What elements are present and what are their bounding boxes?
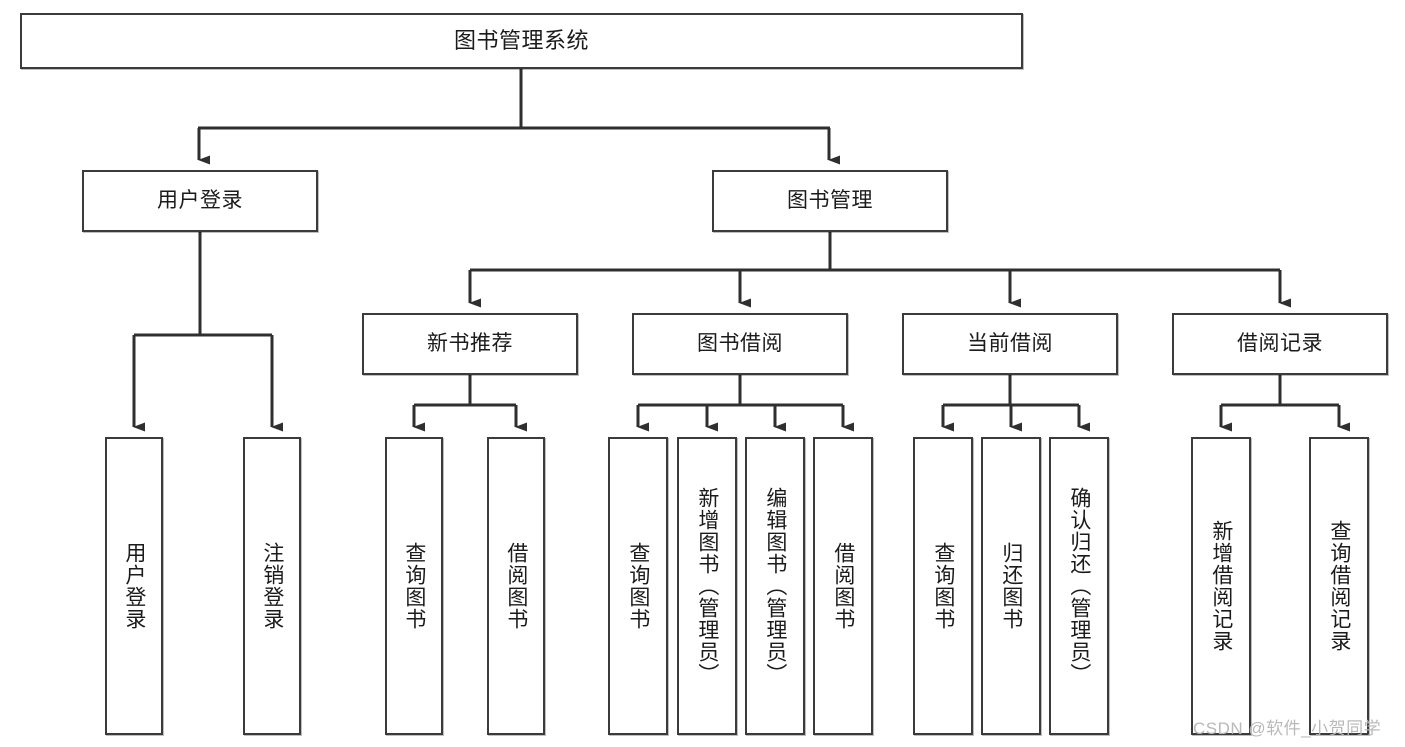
node-leaf-query-book-1[interactable]: 查询图书 <box>385 437 443 735</box>
node-leaf-return-book-label: 归还图书 <box>999 542 1023 630</box>
node-book-manage[interactable]: 图书管理 <box>712 170 948 232</box>
node-leaf-query-record-label: 查询借阅记录 <box>1327 520 1351 652</box>
node-leaf-add-record[interactable]: 新增借阅记录 <box>1191 437 1251 735</box>
node-leaf-add-book[interactable]: 新增图书（管理员） <box>677 437 737 735</box>
node-leaf-query-book-2-label: 查询图书 <box>626 542 650 630</box>
node-borrow-record[interactable]: 借阅记录 <box>1172 313 1388 375</box>
node-leaf-confirm-return[interactable]: 确认归还（管理员） <box>1049 437 1109 735</box>
node-book-manage-label: 图书管理 <box>787 188 873 212</box>
node-leaf-borrow-book-2[interactable]: 借阅图书 <box>813 437 873 735</box>
node-leaf-edit-book[interactable]: 编辑图书（管理员） <box>745 437 805 735</box>
node-user-login[interactable]: 用户登录 <box>82 170 318 232</box>
node-root-label: 图书管理系统 <box>453 28 589 54</box>
node-leaf-borrow-book-1[interactable]: 借阅图书 <box>487 437 545 735</box>
node-leaf-add-book-label: 新增图书（管理员） <box>695 487 719 685</box>
node-book-borrow[interactable]: 图书借阅 <box>632 313 848 375</box>
node-leaf-query-record[interactable]: 查询借阅记录 <box>1309 437 1369 735</box>
node-new-book-recommend[interactable]: 新书推荐 <box>362 313 578 375</box>
node-book-borrow-label: 图书借阅 <box>697 331 783 355</box>
node-leaf-edit-book-label: 编辑图书（管理员） <box>763 487 787 685</box>
node-leaf-query-book-3-label: 查询图书 <box>931 542 955 630</box>
node-leaf-query-book-1-label: 查询图书 <box>402 542 426 630</box>
node-leaf-confirm-return-label: 确认归还（管理员） <box>1067 487 1091 685</box>
node-leaf-add-record-label: 新增借阅记录 <box>1209 520 1233 652</box>
csdn-watermark: CSDN @软件_小贺同学 <box>1193 719 1382 738</box>
node-leaf-query-book-2[interactable]: 查询图书 <box>608 437 668 735</box>
node-leaf-return-book[interactable]: 归还图书 <box>981 437 1041 735</box>
node-current-borrow-label: 当前借阅 <box>967 331 1053 355</box>
node-user-login-label: 用户登录 <box>157 188 243 212</box>
node-leaf-borrow-book-1-label: 借阅图书 <box>504 542 528 630</box>
node-new-book-recommend-label: 新书推荐 <box>427 331 513 355</box>
node-root[interactable]: 图书管理系统 <box>20 13 1023 69</box>
node-leaf-logout-label: 注销登录 <box>260 542 284 630</box>
node-leaf-borrow-book-2-label: 借阅图书 <box>831 542 855 630</box>
node-borrow-record-label: 借阅记录 <box>1237 331 1323 355</box>
node-leaf-query-book-3[interactable]: 查询图书 <box>913 437 973 735</box>
node-leaf-user-login[interactable]: 用户登录 <box>105 437 163 735</box>
node-current-borrow[interactable]: 当前借阅 <box>902 313 1118 375</box>
node-leaf-logout[interactable]: 注销登录 <box>243 437 301 735</box>
node-leaf-user-login-label: 用户登录 <box>122 542 146 630</box>
